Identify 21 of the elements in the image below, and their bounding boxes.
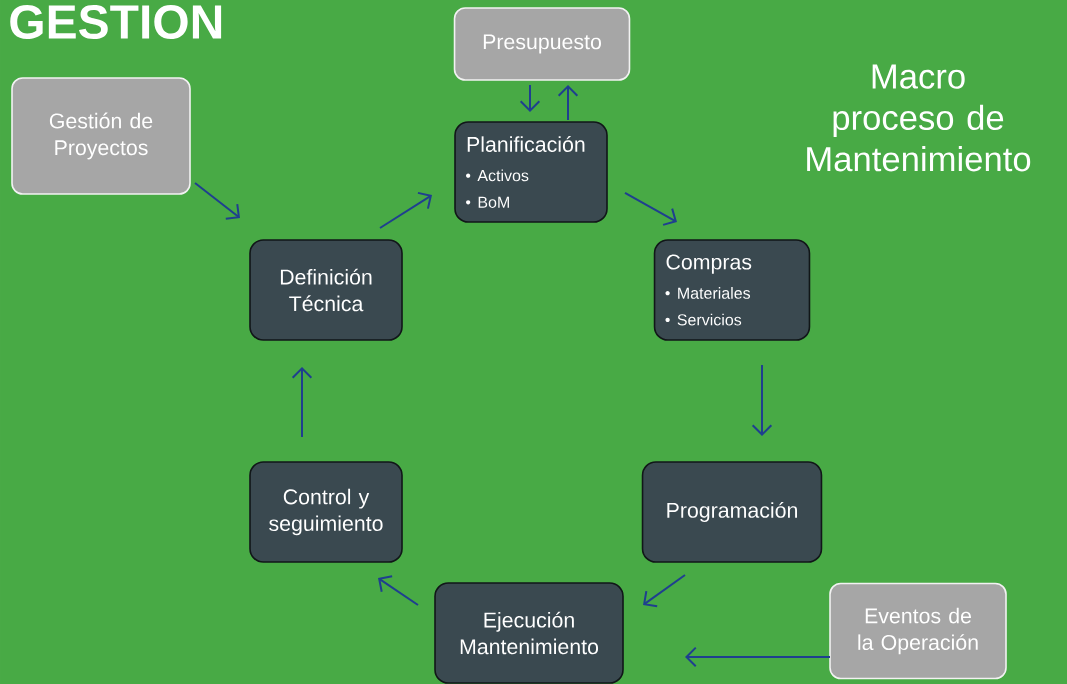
arrow <box>194 182 240 220</box>
note-box: Gestión de Proyectos <box>11 77 191 195</box>
arrow <box>624 192 677 226</box>
arrow <box>557 85 579 121</box>
process-box: Compras Materiales Servicios <box>653 239 811 341</box>
process-box: Definición Técnica <box>249 239 403 341</box>
process-box: Planificación Activos BoM <box>454 121 608 223</box>
process-box: Programación <box>641 461 823 563</box>
title: GESTION <box>10 5 222 39</box>
process-box: Ejecución Mantenimiento <box>434 582 624 684</box>
note-box: Presupuesto <box>453 7 631 81</box>
arrow <box>751 364 773 436</box>
arrow <box>643 574 686 608</box>
arrow <box>379 191 432 229</box>
diagram-label: Macro proceso de Mantenimiento <box>807 64 1031 172</box>
arrow <box>685 646 831 668</box>
arrow <box>519 84 541 112</box>
arrow <box>291 367 313 438</box>
note-box: Eventos de la Operación <box>829 582 1007 680</box>
process-box: Control y seguimiento <box>249 461 403 563</box>
arrow <box>378 575 419 606</box>
